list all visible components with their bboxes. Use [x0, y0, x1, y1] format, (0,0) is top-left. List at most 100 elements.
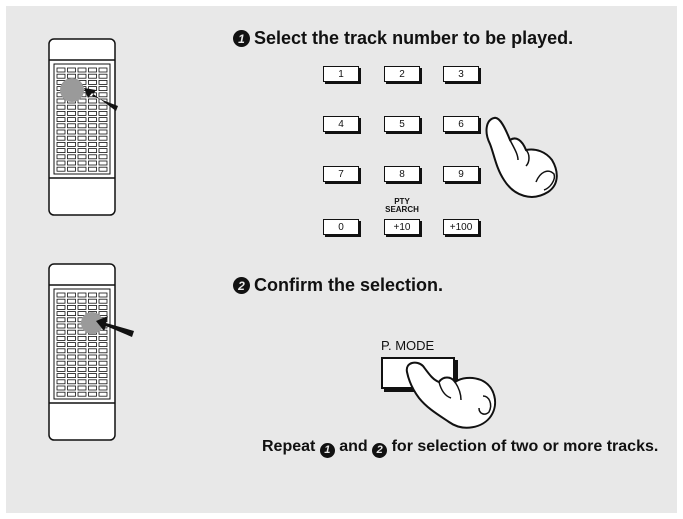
- remote-button: [98, 292, 108, 298]
- key-0[interactable]: 0: [323, 219, 359, 235]
- remote-button: [67, 104, 76, 110]
- remote-button: [67, 317, 76, 323]
- remote-button: [88, 298, 97, 304]
- remote-button: [77, 311, 87, 316]
- remote-button: [77, 73, 87, 79]
- remote-button: [98, 166, 108, 172]
- remote-button: [56, 360, 66, 366]
- remote-button: [88, 117, 97, 122]
- remote-button: [67, 329, 76, 335]
- remote-button: [98, 80, 108, 85]
- remote-button: [56, 373, 66, 378]
- remote-button: [56, 104, 66, 110]
- remote-button: [56, 142, 66, 147]
- remote-button: [67, 117, 76, 122]
- key-8[interactable]: 8: [384, 166, 420, 182]
- remote-button: [77, 336, 87, 341]
- remote-button: [77, 67, 87, 73]
- remote-button: [77, 166, 87, 172]
- step-2-heading: 2 Confirm the selection.: [233, 275, 443, 296]
- remote-button: [56, 154, 66, 160]
- remote-button: [88, 160, 97, 166]
- key-4[interactable]: 4: [323, 116, 359, 132]
- note-text: Repeat: [262, 438, 320, 455]
- remote-button: [77, 123, 87, 129]
- remote-button: [98, 329, 108, 335]
- remote-button: [98, 67, 108, 73]
- remote-button: [77, 348, 87, 354]
- remote-button: [56, 317, 66, 323]
- remote-button: [56, 342, 66, 347]
- remote-button: [67, 160, 76, 166]
- remote-button: [56, 354, 66, 360]
- key-plus100[interactable]: +100: [443, 219, 479, 235]
- remote-button: [67, 142, 76, 147]
- key-5[interactable]: 5: [384, 116, 420, 132]
- remote-button: [67, 298, 76, 304]
- remote-button: [98, 73, 108, 79]
- remote-button: [98, 142, 108, 147]
- remote-button: [88, 154, 97, 160]
- remote-button: [88, 342, 97, 347]
- key-7[interactable]: 7: [323, 166, 359, 182]
- remote-button: [67, 336, 76, 341]
- key-plus10[interactable]: +10: [384, 219, 420, 235]
- remote-button: [67, 385, 76, 391]
- remote-button: [77, 342, 87, 347]
- remote-button: [56, 67, 66, 73]
- remote-button: [88, 135, 97, 141]
- remote-button: [56, 129, 66, 135]
- remote-button: [56, 298, 66, 304]
- remote-button: [67, 342, 76, 347]
- remote-button: [56, 135, 66, 141]
- remote-button: [67, 354, 76, 360]
- remote-button: [88, 391, 97, 397]
- remote-button: [98, 129, 108, 135]
- remote-control-icon: [48, 263, 134, 441]
- remote-button: [98, 123, 108, 129]
- remote-button: [56, 111, 66, 116]
- remote-button: [67, 292, 76, 298]
- key-3[interactable]: 3: [443, 66, 479, 82]
- remote-button: [88, 305, 97, 310]
- step-1-heading: 1 Select the track number to be played.: [233, 28, 573, 49]
- remote-button: [56, 348, 66, 354]
- remote-button: [67, 373, 76, 378]
- remote-button: [98, 367, 108, 372]
- remote-button: [77, 129, 87, 135]
- remote-button: [77, 148, 87, 153]
- remote-button: [77, 104, 87, 110]
- remote-button: [56, 73, 66, 79]
- remote-button: [56, 367, 66, 372]
- step-text: Confirm the selection.: [254, 275, 444, 295]
- remote-button: [77, 98, 87, 104]
- remote-button: [98, 86, 108, 91]
- remote-button: [98, 360, 108, 366]
- remote-button: [98, 154, 108, 160]
- remote-button: [88, 373, 97, 378]
- remote-button: [67, 391, 76, 397]
- remote-button: [67, 166, 76, 172]
- remote-button: [67, 129, 76, 135]
- remote-button: [88, 123, 97, 129]
- remote-button: [98, 379, 108, 385]
- remote-button: [77, 367, 87, 372]
- remote-button: [56, 379, 66, 385]
- remote-button: [88, 354, 97, 360]
- key-6[interactable]: 6: [443, 116, 479, 132]
- remote-button: [67, 305, 76, 310]
- remote-button: [56, 336, 66, 341]
- remote-button: [56, 117, 66, 122]
- pointing-hand-icon: [485, 116, 558, 198]
- key-1[interactable]: 1: [323, 66, 359, 82]
- remote-button: [67, 154, 76, 160]
- remote-button: [88, 129, 97, 135]
- remote-button: [98, 111, 108, 116]
- key-9[interactable]: 9: [443, 166, 479, 182]
- note-text: and: [334, 438, 373, 455]
- remote-button: [98, 160, 108, 166]
- remote-button: [56, 160, 66, 166]
- remote-button: [88, 80, 97, 85]
- key-2[interactable]: 2: [384, 66, 420, 82]
- remote-button: [98, 104, 108, 110]
